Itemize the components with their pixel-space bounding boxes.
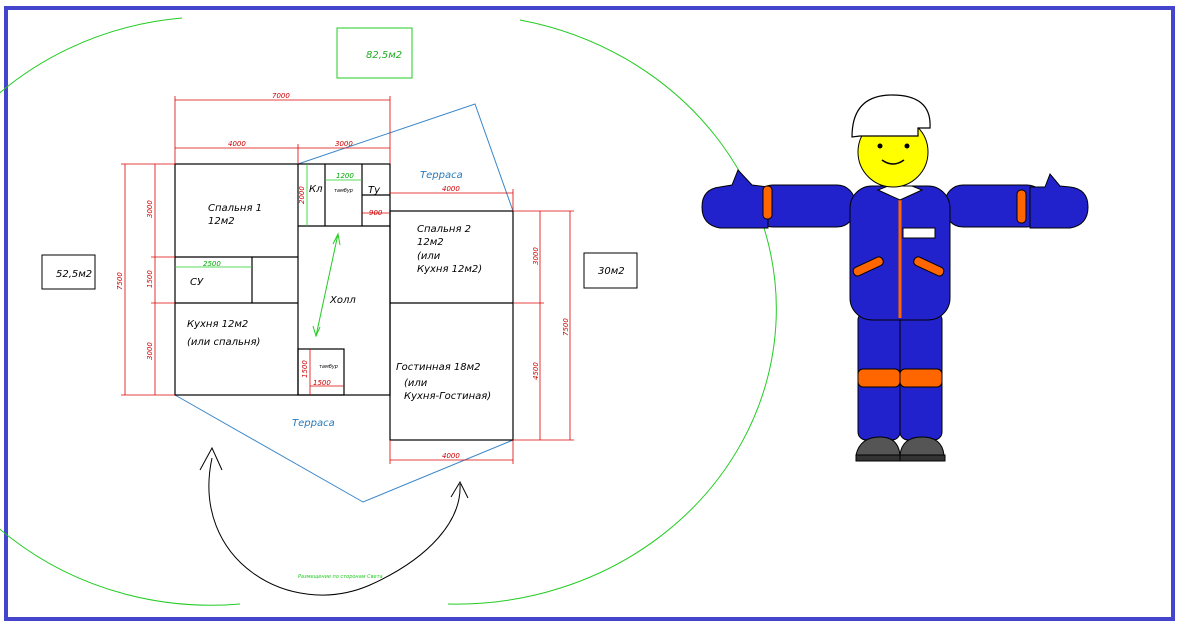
left-glove-reflector	[762, 185, 773, 220]
dim-su-width: 2500	[203, 260, 221, 268]
bedroom1-name: Спальня 1	[208, 203, 262, 214]
terrace-bottom-label: Терраса	[292, 418, 335, 429]
bedroom1-area: 12м2	[208, 216, 235, 227]
orientation-arc-left	[0, 17, 241, 606]
right-sole	[899, 454, 946, 462]
bedroom2-alt1: (или	[417, 251, 441, 262]
terrace-bottom-outline	[174, 394, 514, 503]
right-block-outline	[389, 210, 514, 441]
right-glove	[1029, 173, 1089, 229]
dim-left-total: 7500	[116, 272, 124, 290]
dim-left-h1: 3000	[146, 200, 154, 218]
right-glove-reflector	[1016, 189, 1027, 224]
su-label: СУ	[190, 277, 204, 288]
area-top-label: 82,5м2	[366, 50, 402, 61]
tambur-bottom-label: тамбур	[319, 364, 338, 370]
dim-left-h2: 1500	[146, 270, 154, 288]
orientation-arc-right	[447, 19, 777, 605]
dim-bottom-right-width: 4000	[442, 452, 460, 460]
dimension-lines	[121, 96, 574, 464]
tu-label: Ту	[368, 185, 381, 196]
dim-tu-width: 900	[369, 209, 383, 217]
dim-tambur-height: 1500	[301, 360, 309, 378]
hall-label: Холл	[329, 295, 356, 306]
page-frame	[4, 6, 1175, 621]
dim-left-width: 4000	[228, 140, 246, 148]
smile	[881, 159, 905, 165]
bedroom2-name: Спальня 2	[417, 224, 471, 235]
terrace-top-label: Терраса	[420, 170, 463, 181]
dim-right-width: 3000	[335, 140, 353, 148]
right-knee-reflector	[899, 368, 943, 388]
dim-top-right-width: 4000	[442, 185, 460, 193]
left-knee-reflector	[857, 368, 901, 388]
tambur-top-label: тамбур	[334, 188, 353, 194]
left-glove	[701, 169, 769, 229]
hall-double-arrow	[312, 232, 341, 338]
living-alt2: Кухня-Гостиная)	[404, 391, 491, 402]
left-pocket-reflector	[852, 256, 884, 277]
left-sole	[855, 454, 901, 462]
right-eye	[904, 143, 910, 149]
dim-right-total: 7500	[562, 318, 570, 336]
area-box-left	[41, 254, 96, 290]
dim-corridor-width: 1200	[336, 172, 354, 180]
dim-right-h2: 4500	[532, 362, 540, 380]
dim-total-width: 7000	[272, 92, 290, 100]
floor-plan	[174, 163, 514, 441]
area-box-top	[336, 27, 413, 79]
left-eye	[877, 143, 883, 149]
klad-label: Кл	[309, 184, 323, 195]
area-right-label: 30м2	[598, 266, 625, 277]
area-box-right	[583, 252, 638, 289]
right-shoe	[899, 436, 945, 456]
rotation-caption: Размещение по сторонам Света	[298, 574, 383, 580]
helmet	[851, 94, 931, 138]
bedroom2-area: 12м2	[417, 237, 444, 248]
green-dimension-lines	[175, 164, 362, 268]
right-pocket-reflector	[913, 256, 945, 277]
dim-right-h1: 3000	[532, 247, 540, 265]
living-name: Гостинная 18м2	[396, 362, 481, 373]
badge	[902, 227, 936, 239]
left-shoe	[855, 436, 901, 456]
dim-corridor-height: 2000	[298, 186, 306, 204]
kitchen-name: Кухня 12м2	[187, 319, 248, 330]
kitchen-alt: (или спальня)	[187, 337, 260, 348]
dim-tambur-width: 1500	[313, 379, 331, 387]
terrace-top-outline	[297, 103, 514, 212]
bedroom2-alt2: Кухня 12м2)	[417, 264, 482, 275]
traffic-officer-figure	[701, 94, 1089, 462]
rotation-arrow	[199, 446, 469, 596]
living-alt1: (или	[404, 378, 428, 389]
area-left-label: 52,5м2	[56, 269, 92, 280]
dim-left-h3: 3000	[146, 342, 154, 360]
